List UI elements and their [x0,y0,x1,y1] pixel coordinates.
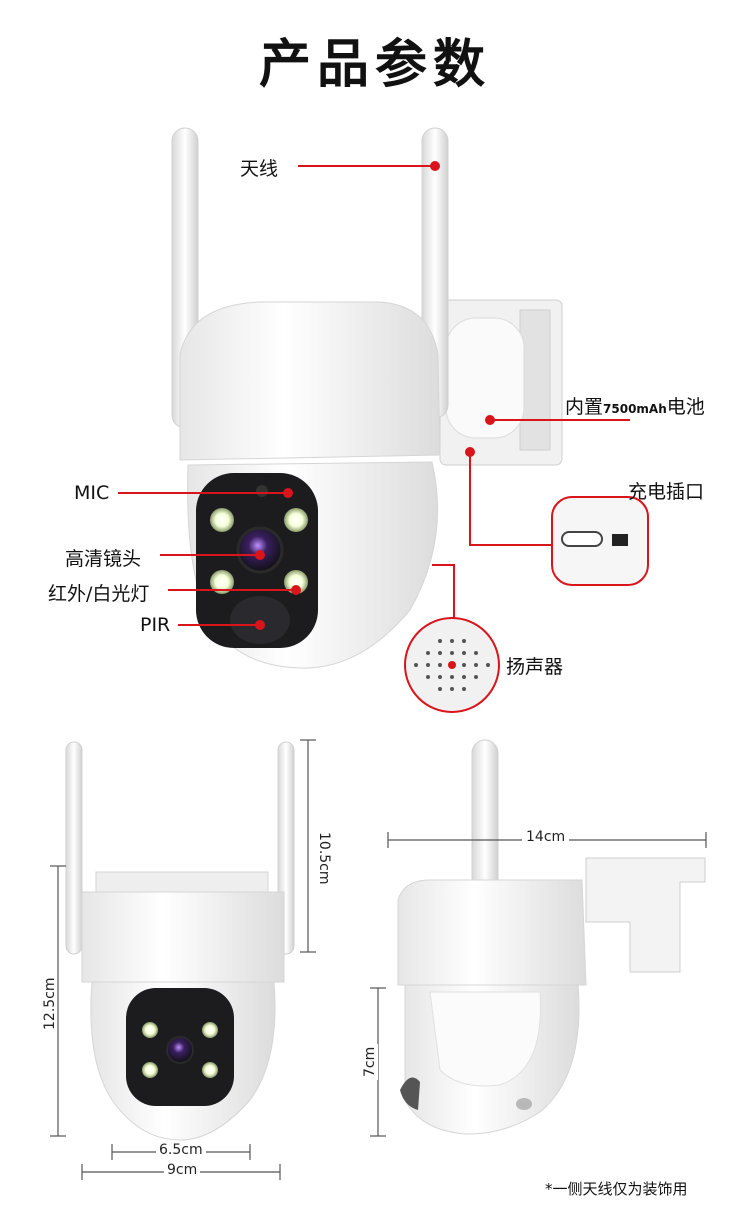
antenna-label: 天线 [240,158,279,180]
dome-height-dimension: 7cm [362,1043,378,1080]
callout-dots [255,161,495,669]
speaker-label: 扬声器 [506,656,564,678]
front-view [65,741,295,1141]
camera-head [179,301,441,461]
hd-lens-label: 高清镜头 [65,548,142,570]
total-depth-dimension: 14cm [522,829,570,845]
body-height-dimension: 12.5cm [42,977,58,1030]
callout-lines [118,165,630,626]
led-icon [284,508,308,532]
lens-panel-width-dimension: 6.5cm [156,1142,206,1158]
ir-white-light-label: 红外/白光灯 [48,583,150,605]
usb-c-port-icon [561,531,603,547]
pir-label: PIR [140,614,171,636]
led-icon [284,570,308,594]
charge-port-inset [551,496,649,586]
page-title: 产品参数 [258,35,491,95]
side-view [397,739,706,1135]
battery-capacity: 7500mAh [603,402,667,416]
switch-icon [612,534,628,546]
body-width-dimension: 9cm [164,1162,201,1178]
antenna-height-dimension: 10.5cm [316,832,332,885]
led-icon [210,508,234,532]
top-camera [171,127,563,669]
mic-label: MIC [74,482,110,504]
battery-label-prefix: 内置 [565,396,604,418]
led-icon [210,570,234,594]
charge-port-label: 充电插口 [628,481,705,503]
battery-label: 内置7500mAh电池 [565,392,705,419]
battery-label-suffix: 电池 [666,396,705,418]
antenna-footnote: *一侧天线仅为装饰用 [545,1180,688,1198]
